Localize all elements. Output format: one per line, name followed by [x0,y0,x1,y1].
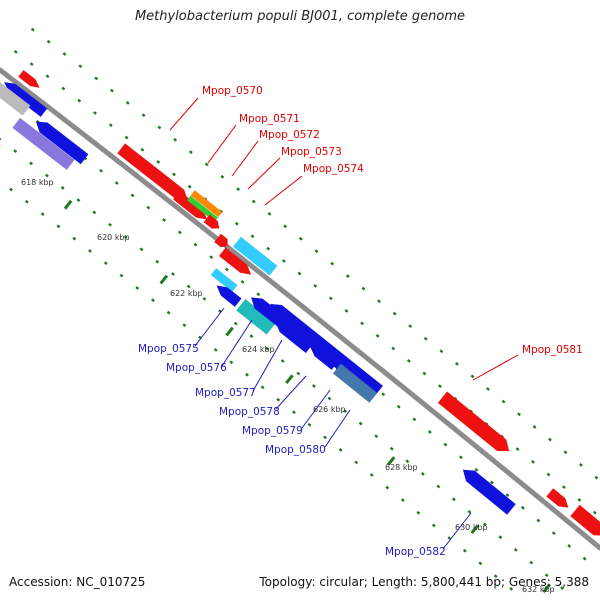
tick-label: 626 kbp [313,405,346,414]
gene-feature[interactable] [12,117,75,170]
topology-text: Topology: circular; Length: 5,800,441 bp… [259,575,589,589]
gene-label-mpop-0573: Mpop_0573 [281,146,342,158]
gene-label-mpop-0576: Mpop_0576 [166,362,227,374]
gene-feature[interactable] [214,233,228,248]
gene-label-mpop-0581: Mpop_0581 [522,344,583,356]
gene-feature[interactable] [18,69,40,88]
label-leader-line [275,375,307,410]
label-leader-line [264,175,303,206]
gene-feature[interactable] [275,322,313,354]
major-tick [470,524,480,535]
gene-feature[interactable] [190,190,223,218]
gene-label-mpop-0578: Mpop_0578 [219,406,280,418]
label-leader-line [252,339,283,392]
label-leader-line [324,409,351,448]
major-tick [159,274,169,285]
tick-label: 620 kbp [97,233,130,242]
major-tick [542,583,551,594]
major-tick [386,456,396,466]
major-tick [63,199,73,210]
label-leader-line [221,319,253,367]
tick-label: 630 kbp [455,523,488,532]
label-leader-line [472,354,519,381]
gene-label-mpop-0580: Mpop_0580 [265,444,326,456]
gene-label-mpop-0577: Mpop_0577 [195,387,256,399]
tick-label: 628 kbp [385,463,418,472]
label-leader-line [169,97,199,131]
major-tick [285,374,294,385]
tick-label: 622 kbp [170,289,203,298]
genome-backbone [0,67,600,551]
tick-label: 624 kbp [242,345,275,354]
gene-label-mpop-0572: Mpop_0572 [259,129,320,141]
gene-feature[interactable] [117,143,188,201]
gene-label-mpop-0571: Mpop_0571 [239,113,300,125]
label-leader-line [442,512,472,550]
major-tick [225,326,234,337]
outer-tick-row-1 [13,50,600,519]
gene-feature[interactable] [570,504,600,536]
gene-feature[interactable] [218,247,252,275]
gene-label-mpop-0570: Mpop_0570 [202,85,263,97]
gene-feature[interactable] [210,268,238,292]
label-leader-line [194,307,225,347]
inner-tick-row-2 [0,137,566,592]
gene-feature[interactable] [173,191,208,220]
gene-label-mpop-0574: Mpop_0574 [303,163,364,175]
gene-feature[interactable] [35,121,89,165]
gene-label-mpop-0579: Mpop_0579 [242,425,303,437]
accession-text: Accession: NC_010725 [9,575,146,589]
gene-feature[interactable] [0,80,31,116]
gene-feature[interactable] [437,391,510,452]
label-leader-line [207,124,237,164]
map-title: Methylobacterium populi BJ001, complete … [134,9,466,24]
outer-tick-row-2 [30,27,600,483]
gene-feature[interactable] [462,469,516,515]
gene-feature[interactable] [203,214,220,229]
gene-label-mpop-0575: Mpop_0575 [138,343,199,355]
label-leader-line [301,389,331,429]
tick-label: 618 kbp [21,178,54,187]
label-leader-line [231,140,259,177]
gene-feature[interactable] [233,236,278,276]
gene-feature[interactable] [546,488,569,508]
gene-feature[interactable] [332,363,378,403]
gene-feature[interactable] [216,285,242,307]
tick-label: 632 kbp [522,585,555,594]
label-leader-line [247,157,281,190]
gene-label-mpop-0582: Mpop_0582 [385,546,446,558]
